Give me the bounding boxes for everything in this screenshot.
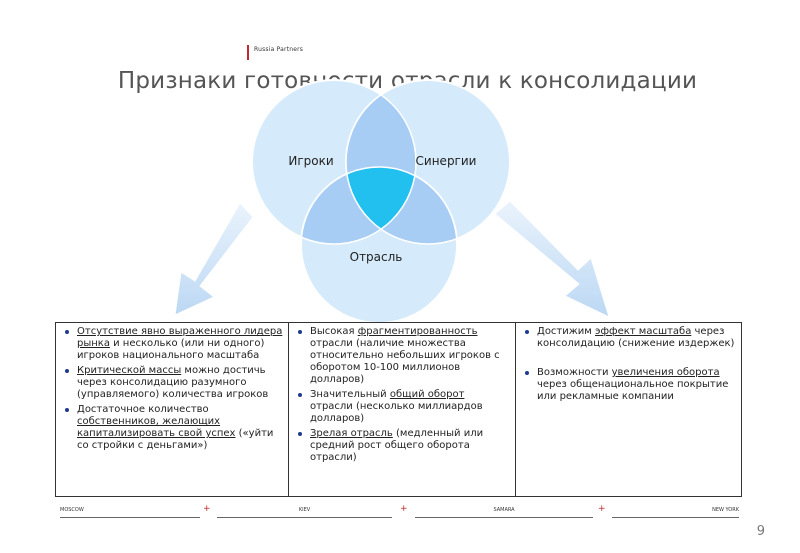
overlap-synergies-industry: [346, 167, 457, 244]
footer-separator: +: [400, 504, 408, 514]
criteria-table: Отсутствие явно выраженного лидера рынка…: [55, 322, 742, 497]
footer-cities: MOSCOW + KIEV + SAMARA + NEW YORK: [57, 504, 742, 519]
label-industry: Отрасль: [350, 250, 403, 264]
list-item: Возможности увеличения оборота через общ…: [525, 367, 736, 403]
column-players: Отсутствие явно выраженного лидера рынка…: [55, 322, 289, 497]
list-item: Достаточное количество собственников, же…: [65, 404, 283, 452]
overlap-players-industry: [301, 167, 416, 244]
list-item: Достижим эффект масштаба через консолида…: [525, 326, 735, 349]
footer-city: SAMARA: [415, 507, 593, 518]
footer-city: MOSCOW: [60, 507, 200, 518]
venn-diagram: Игроки Синергии Отрасль: [174, 79, 610, 324]
list-item: Критической массы можно достичь через ко…: [65, 365, 283, 401]
footer-city: NEW YORK: [612, 507, 739, 518]
brand-name: Russia Partners: [254, 46, 304, 53]
page-number: 9: [756, 524, 765, 539]
brand-accent-bar: [247, 45, 249, 60]
column-industry: Высокая фрагментированность отрасли (нал…: [288, 322, 516, 497]
list-item: Высокая фрагментированность отрасли (нал…: [298, 326, 510, 386]
column-synergies: Достижим эффект масштаба через консолида…: [515, 322, 742, 497]
left-arrow: [174, 202, 254, 316]
list-item: Отсутствие явно выраженного лидера рынка…: [65, 326, 283, 361]
list-item: Значительный общий оборот отрасли (неско…: [298, 389, 510, 425]
right-arrow: [494, 200, 610, 318]
footer-separator: +: [203, 504, 211, 514]
footer-separator: +: [598, 504, 606, 514]
label-players: Игроки: [288, 154, 333, 168]
list-item: Зрелая отрасль (медленный или средний ро…: [298, 428, 510, 464]
label-synergies: Синергии: [416, 154, 477, 168]
footer-city: KIEV: [217, 507, 392, 518]
